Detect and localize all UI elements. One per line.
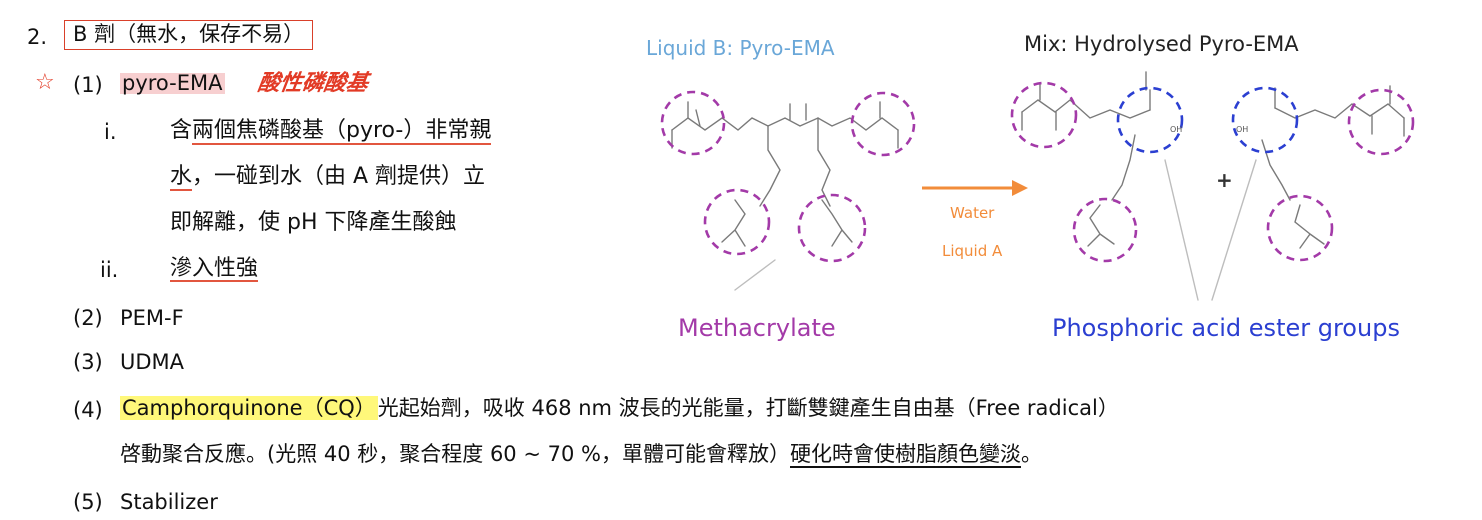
sub4-number: (4) xyxy=(73,398,103,422)
sub3-number: (3) xyxy=(73,350,103,374)
reaction-arrow xyxy=(922,180,1028,196)
sub1-i-line2-underlined: 水 xyxy=(170,164,193,191)
phosphoric-label: Phosphoric acid ester groups xyxy=(1052,314,1400,342)
mix-title: Mix: Hydrolysed Pyro-EMA xyxy=(1024,32,1299,56)
methacrylate-circle xyxy=(850,91,916,157)
methacrylate-circle xyxy=(1347,88,1415,156)
sub1-number: (1) xyxy=(73,73,103,97)
methacrylate-circle xyxy=(797,193,867,263)
liquid-b-title: Liquid B: Pyro-EMA xyxy=(646,36,835,60)
sub2-number: (2) xyxy=(73,306,103,330)
sub1-i-line2-rest: ，一碰到水（由 A 劑提供）立 xyxy=(192,164,486,189)
star-icon: ☆ xyxy=(35,70,55,95)
sub1-i-line1: 含兩個焦磷酸基（pyro-）非常親 xyxy=(170,118,492,145)
methacrylate-label: Methacrylate xyxy=(678,314,836,342)
oh-label-left: OH xyxy=(1170,125,1183,134)
arrow-label-water: Water xyxy=(950,204,995,222)
sub5-text: Stabilizer xyxy=(120,490,218,514)
item2-heading: B 劑（無水，保存不易） xyxy=(64,20,314,50)
sub1-label: pyro-EMA xyxy=(120,71,225,95)
sub1-i-line3: 即解離，使 pH 下降產生酸蝕 xyxy=(170,210,457,235)
sub1-i-numeral: i. xyxy=(104,120,117,144)
sub4-highlighted: Camphorquinone（CQ） xyxy=(120,396,378,420)
methacrylate-circle xyxy=(1072,197,1138,263)
sub1-i-line1-pre: 含 xyxy=(170,118,193,143)
oh-label-right: OH xyxy=(1236,125,1249,134)
sub1-i-line1-underlined: 兩個焦磷酸基（pyro-）非常親 xyxy=(192,118,492,145)
plus-sign: + xyxy=(1216,168,1233,192)
sub2-text: PEM-F xyxy=(120,306,184,330)
methacrylate-circle xyxy=(660,90,726,156)
sub4-line2-pre: 啓動聚合反應。(光照 40 秒，聚合程度 60 ~ 70 %，單體可能會釋放） xyxy=(120,442,790,466)
sub4-line2-underlined: 硬化時會使樹脂顏色變淡 xyxy=(789,442,1021,468)
sub4-line1: Camphorquinone（CQ）光起始劑，吸收 468 nm 波長的光能量，… xyxy=(120,396,1119,420)
sub4-line2: 啓動聚合反應。(光照 40 秒，聚合程度 60 ~ 70 %，單體可能會釋放）硬… xyxy=(120,442,1042,468)
methacrylate-circle xyxy=(1010,81,1078,149)
sub1-ii-text: 滲入性強 xyxy=(170,256,259,282)
sub1-i-line2: 水，一碰到水（由 A 劑提供）立 xyxy=(170,164,486,191)
methacrylate-circle xyxy=(703,188,771,256)
arrow-label-liquid-a: Liquid A xyxy=(942,242,1003,260)
sub4-line1-rest: 光起始劑，吸收 468 nm 波長的光能量，打斷雙鍵產生自由基（Free rad… xyxy=(377,396,1119,420)
sub5-number: (5) xyxy=(73,490,103,514)
methacrylate-circle xyxy=(1266,194,1334,262)
phosphoric-circle xyxy=(1116,86,1184,154)
sub1-ii-numeral: ii. xyxy=(100,258,119,282)
phosphoric-circle xyxy=(1231,86,1299,154)
sub3-text: UDMA xyxy=(120,350,185,374)
item2-number: 2. xyxy=(27,25,48,49)
sub4-line2-end: 。 xyxy=(1020,442,1042,466)
